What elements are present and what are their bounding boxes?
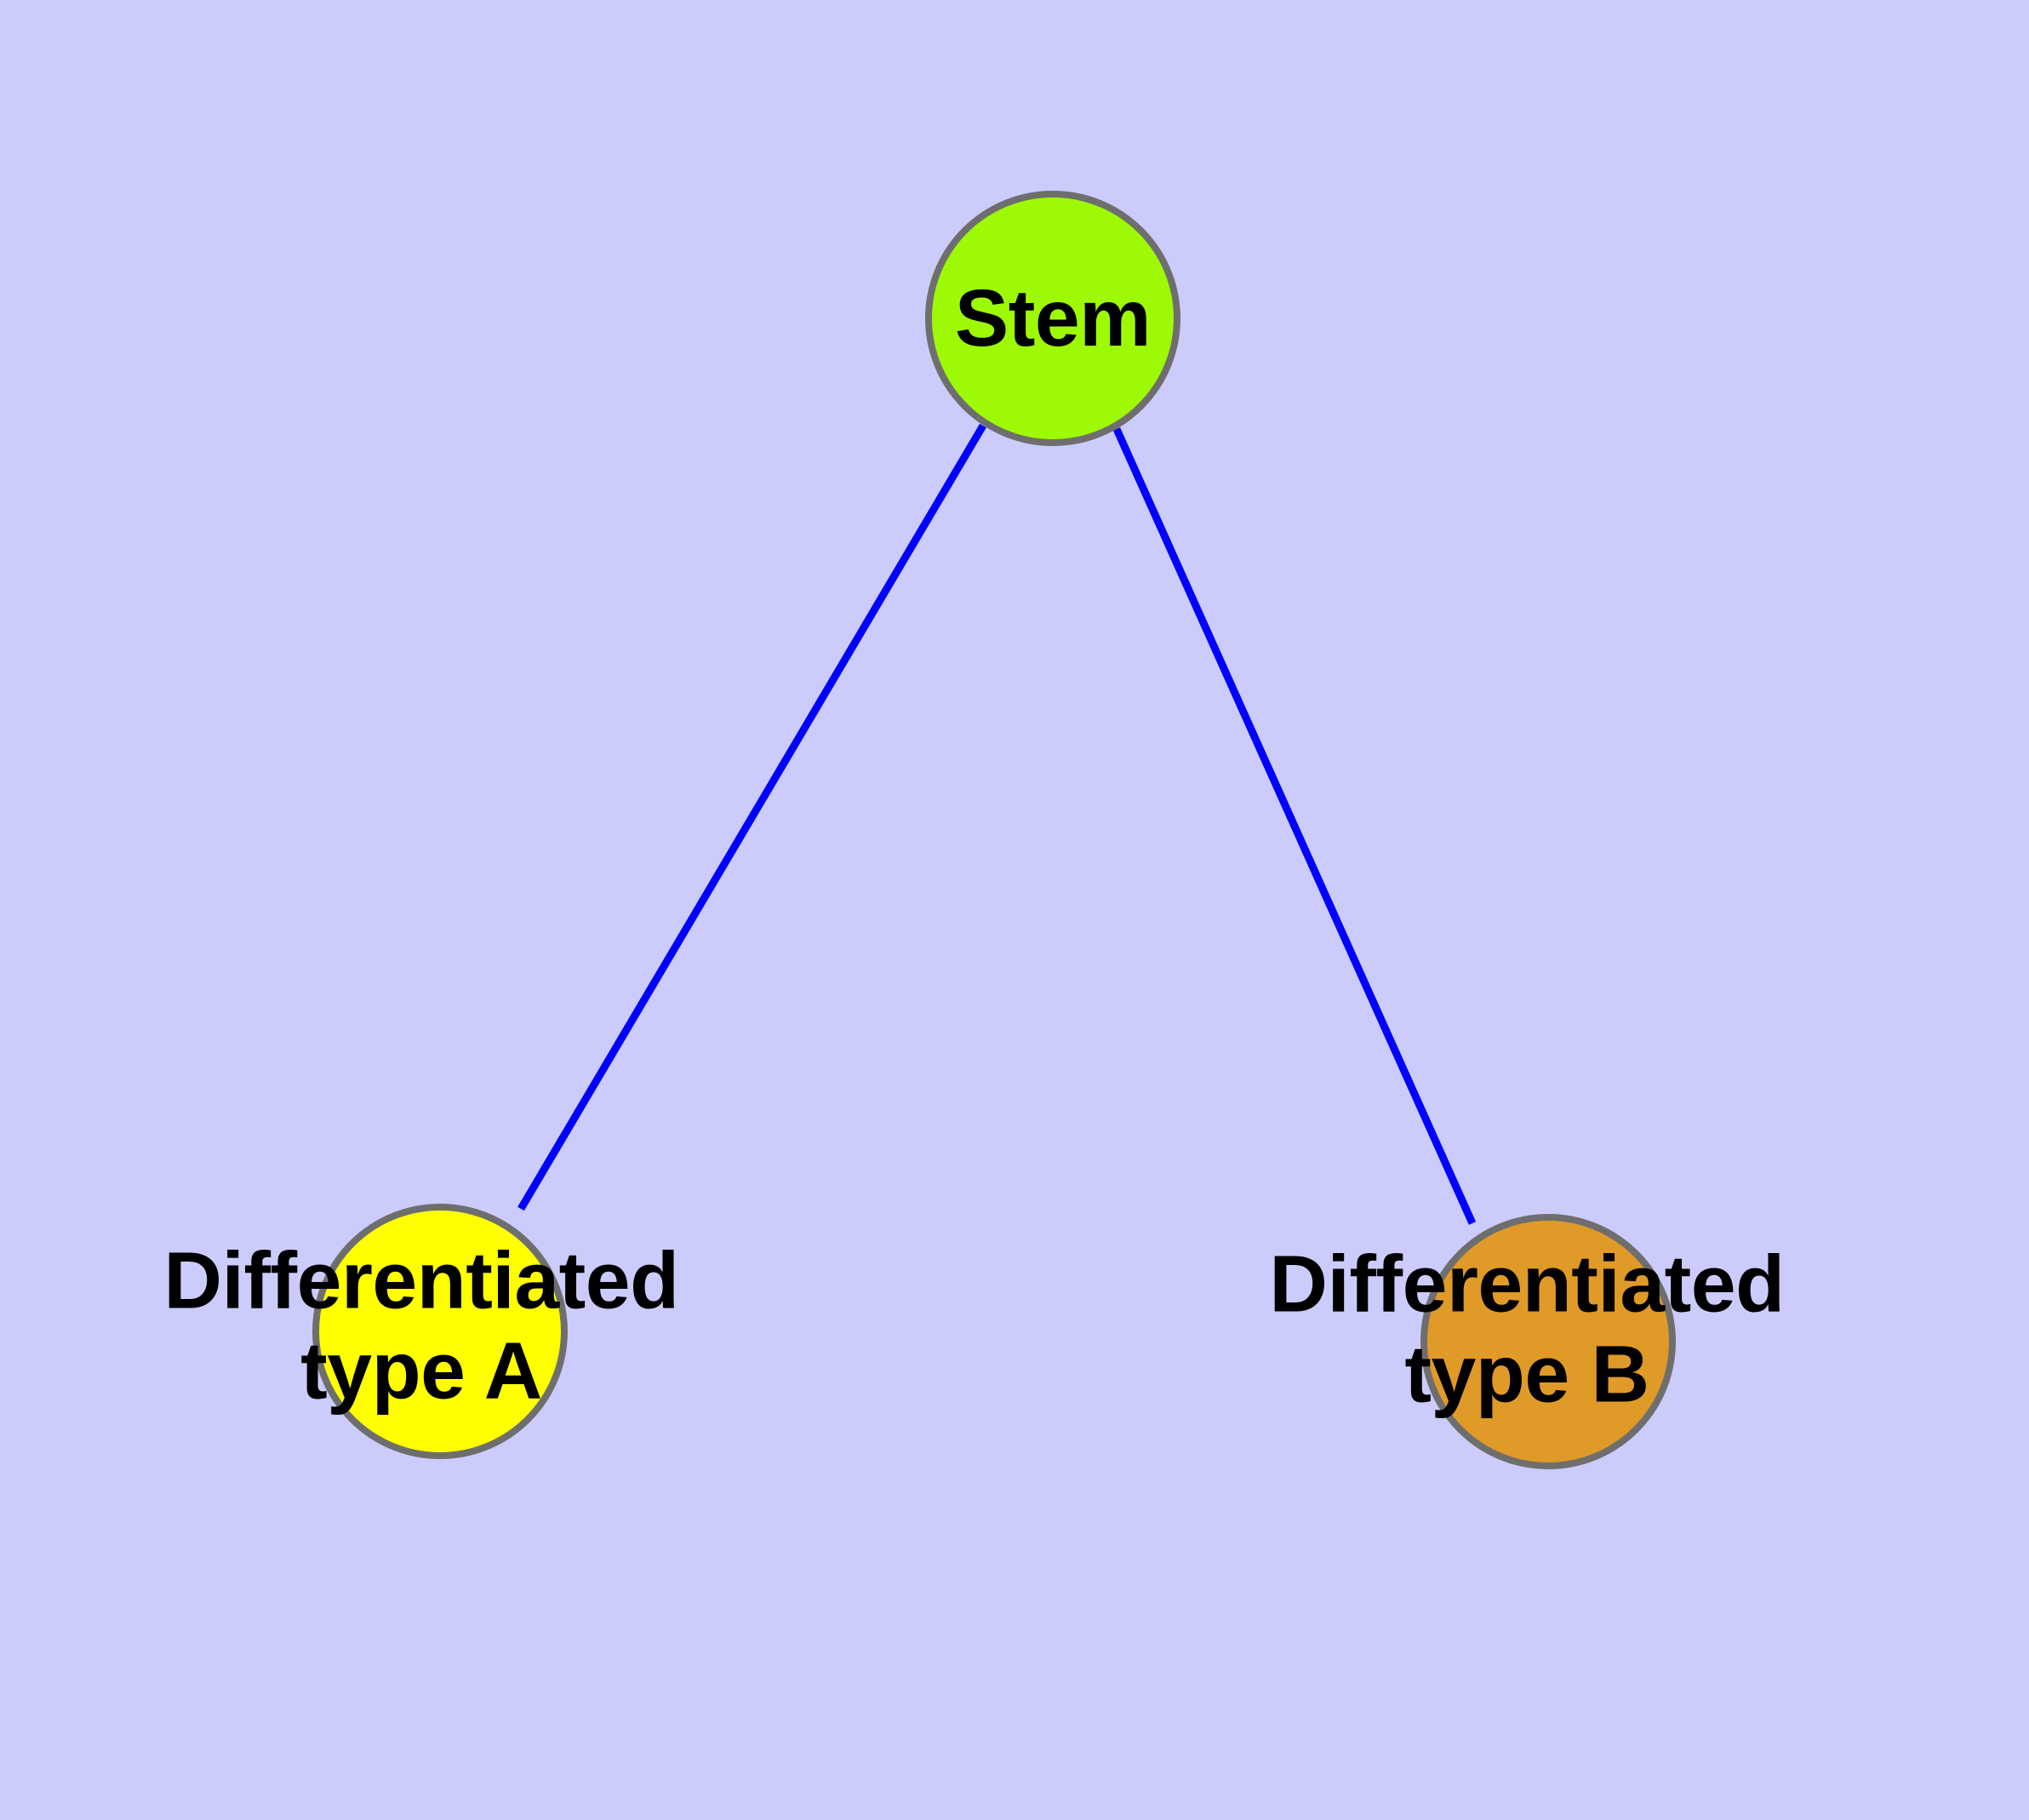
- edge-stem-to-diff-b[interactable]: [1112, 427, 1477, 1225]
- node-differentiated-type-a[interactable]: [312, 1204, 568, 1459]
- edge-stem-to-diff-a[interactable]: [517, 423, 986, 1211]
- node-stem[interactable]: [925, 191, 1180, 446]
- node-differentiated-type-b[interactable]: [1420, 1214, 1676, 1469]
